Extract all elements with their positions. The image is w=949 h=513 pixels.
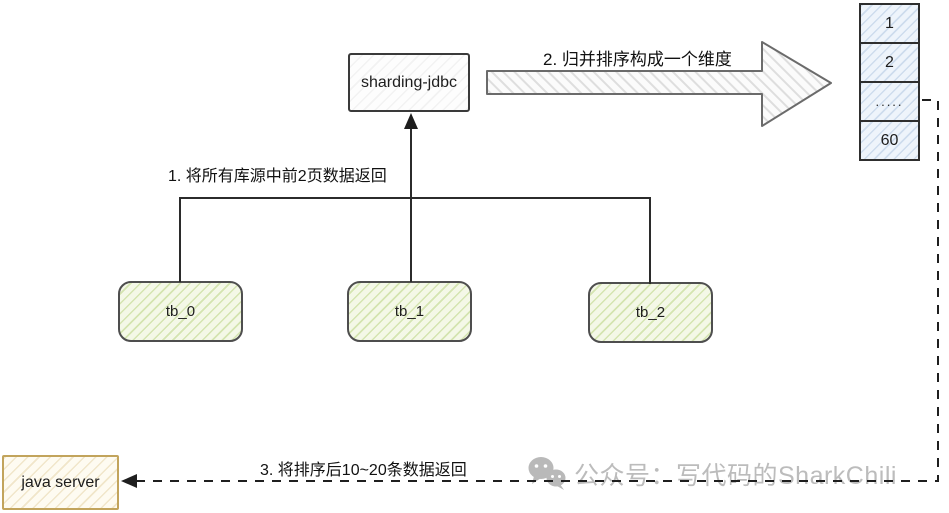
node-tb-1: tb_1	[347, 281, 472, 342]
node-sharding-jdbc: sharding-jdbc	[348, 53, 470, 112]
stack-cell: 2	[859, 42, 920, 83]
node-label: java server	[21, 473, 100, 491]
stack-cell: 60	[859, 120, 920, 161]
annotation-step3: 3. 将排序后10~20条数据返回	[260, 462, 467, 479]
node-label: sharding-jdbc	[360, 73, 458, 91]
result-stack: 1 2 ..... 60	[859, 3, 920, 161]
annotation-step2: 2. 归并排序构成一个维度	[543, 50, 732, 69]
node-java-server: java server	[2, 455, 119, 510]
annotation-step1: 1. 将所有库源中前2页数据返回	[168, 168, 387, 185]
node-label: tb_2	[635, 304, 666, 321]
stack-cell-ellipsis: .....	[859, 81, 920, 122]
node-label: tb_1	[394, 303, 425, 320]
node-tb-0: tb_0	[118, 281, 243, 342]
tree-connectors	[179, 119, 651, 284]
wechat-icon	[528, 457, 566, 490]
stack-cell: 1	[859, 3, 920, 44]
node-label: tb_0	[165, 303, 196, 320]
arrowhead-left-icon	[121, 474, 137, 488]
watermark-text: 公众号：写代码的SharkChili	[574, 462, 897, 490]
return-dashed-path	[136, 99, 939, 482]
node-tb-2: tb_2	[588, 282, 713, 343]
watermark: 公众号：写代码的SharkChili	[527, 455, 897, 493]
arrowhead-up-icon	[404, 113, 418, 129]
